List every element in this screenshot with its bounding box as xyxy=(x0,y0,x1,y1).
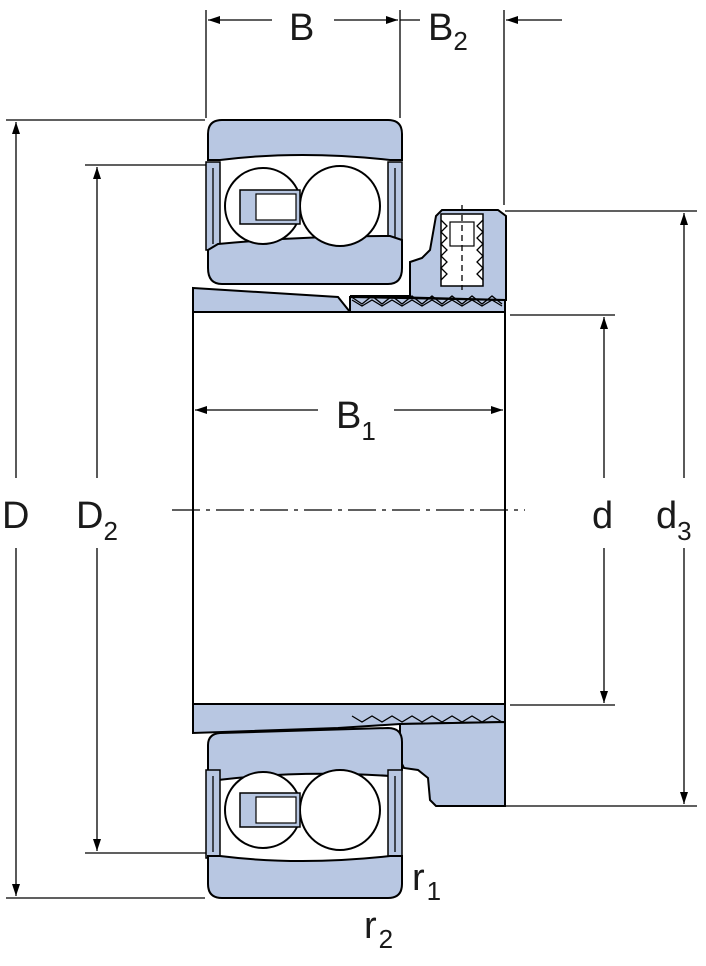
label-b2: B2 xyxy=(428,7,468,56)
lock-nut-bottom xyxy=(399,720,506,807)
label-d-outer: D xyxy=(2,495,29,537)
label-d-bore: d xyxy=(592,495,613,537)
label-b1: B1 xyxy=(336,395,376,446)
extension-lines xyxy=(6,10,697,899)
label-r1: r1 xyxy=(412,857,441,906)
dimension-lines xyxy=(12,16,688,896)
bearing-top-section xyxy=(205,119,403,285)
label-d3: d3 xyxy=(656,495,692,546)
label-b: B xyxy=(289,7,314,49)
lock-nut-top xyxy=(349,205,507,305)
label-d2: D2 xyxy=(76,495,118,546)
label-r2: r2 xyxy=(364,905,393,954)
bearing-bottom-section xyxy=(205,726,403,899)
adapter-sleeve xyxy=(192,286,506,735)
